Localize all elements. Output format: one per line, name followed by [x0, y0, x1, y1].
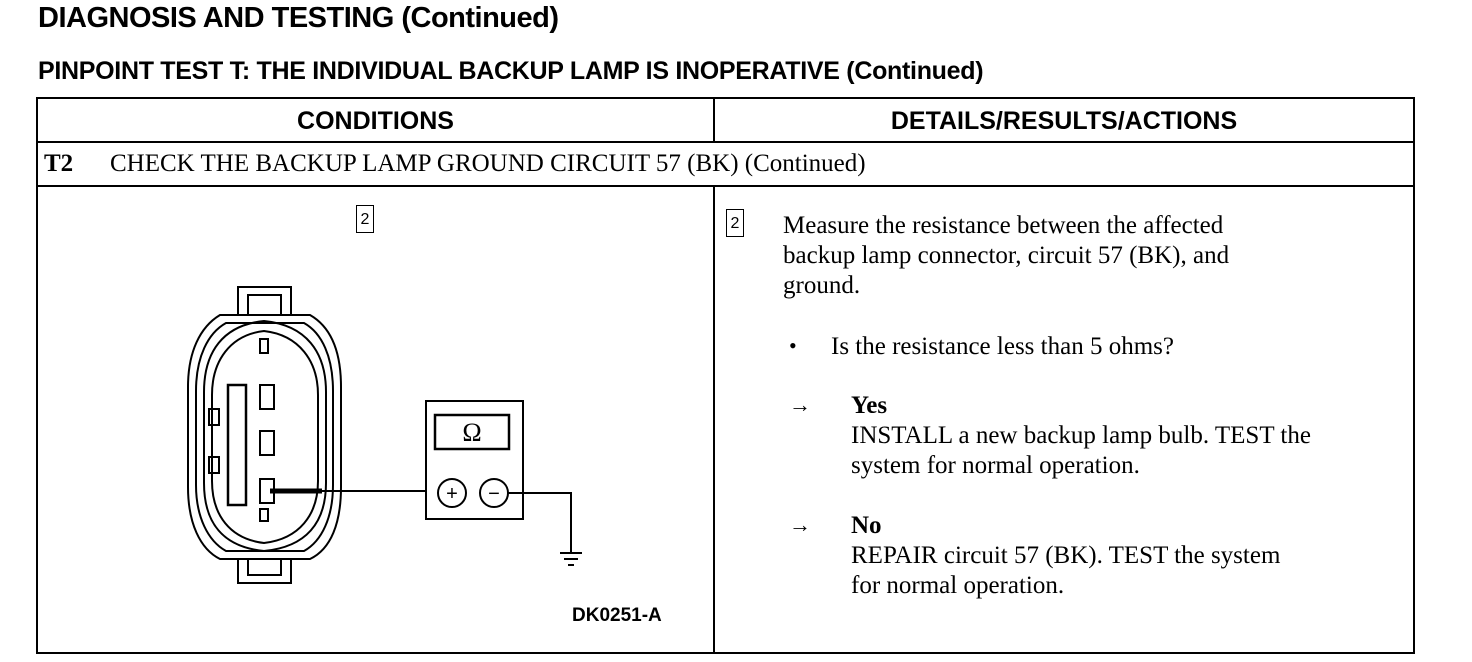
page-title: DIAGNOSIS AND TESTING (Continued): [38, 2, 559, 34]
pinpoint-test-title: PINPOINT TEST T: THE INDIVIDUAL BACKUP L…: [38, 57, 984, 85]
yes-action-line-2: system for normal operation.: [851, 452, 1140, 479]
yes-action-line-1: INSTALL a new backup lamp bulb. TEST the: [851, 422, 1311, 449]
instruction-line-1: Measure the resistance between the affec…: [783, 212, 1224, 239]
no-label: No: [851, 512, 882, 539]
ground-symbol: [560, 552, 582, 566]
bullet: •: [789, 333, 797, 358]
pinpoint-test-table: CONDITIONS DETAILS/RESULTS/ACTIONS T2 CH…: [36, 97, 1415, 654]
plus-symbol: +: [446, 483, 458, 505]
conditions-header: CONDITIONS: [38, 99, 715, 143]
no-arrow: →: [789, 512, 811, 537]
no-action-line-2: for normal operation.: [851, 572, 1065, 599]
meter-display: [433, 413, 511, 451]
minus-symbol: −: [488, 483, 500, 505]
figure-id: DK0251-A: [572, 605, 662, 626]
yes-arrow: →: [789, 392, 811, 417]
figure-step-number: 2: [356, 205, 374, 233]
step-row: T2 CHECK THE BACKUP LAMP GROUND CIRCUIT …: [38, 143, 1413, 187]
connector-illustration: [187, 286, 342, 584]
instruction-line-2: backup lamp connector, circuit 57 (BK), …: [783, 242, 1230, 269]
details-cell: 2 Measure the resistance between the aff…: [715, 187, 1413, 652]
details-step-number: 2: [726, 209, 744, 237]
positive-terminal: [437, 478, 467, 508]
no-action-line-1: REPAIR circuit 57 (BK). TEST the system: [851, 542, 1281, 569]
yes-label: Yes: [851, 392, 888, 419]
step-title: CHECK THE BACKUP LAMP GROUND CIRCUIT 57 …: [110, 150, 866, 177]
ohm-symbol: Ω: [462, 418, 481, 447]
step-id: T2: [44, 150, 74, 177]
connector-meter-diagram: Ω + −: [187, 286, 582, 584]
details-header: DETAILS/RESULTS/ACTIONS: [715, 99, 1413, 143]
question: Is the resistance less than 5 ohms?: [831, 333, 1174, 360]
conditions-cell: 2: [38, 187, 715, 652]
ground-lead: [508, 492, 572, 553]
instruction-line-3: ground.: [783, 272, 861, 299]
